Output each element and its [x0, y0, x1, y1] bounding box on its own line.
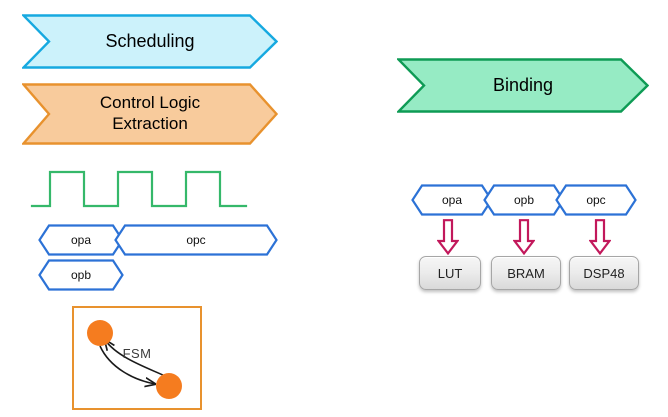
schedule-op-opc[interactable]: opc — [114, 224, 278, 256]
binding-op-opa-shape — [411, 184, 493, 216]
banner-control-logic-extraction-shape — [22, 83, 278, 145]
resource-box-lut-label: LUT — [437, 265, 463, 281]
fsm-state-node — [156, 373, 182, 399]
resource-box-lut[interactable]: LUT — [419, 256, 481, 290]
binding-op-opa[interactable]: opa — [411, 184, 493, 216]
schedule-op-opb[interactable]: opb — [38, 259, 124, 291]
clock-waveform-trace — [30, 170, 248, 208]
schedule-op-opb-label: opb — [70, 268, 92, 282]
fsm-state-node — [87, 320, 113, 346]
schedule-op-opc-label: opc — [186, 233, 206, 247]
down-arrow-icon — [589, 219, 611, 255]
resource-box-dsp48-label: DSP48 — [583, 265, 625, 281]
clock-waveform — [30, 168, 248, 210]
schedule-op-opc-shape — [114, 224, 278, 256]
banner-binding-shape — [397, 58, 649, 113]
binding-op-opb-label: opb — [513, 193, 535, 207]
down-arrow-icon — [437, 219, 459, 255]
schedule-op-opa-shape — [38, 224, 124, 256]
binding-op-opb[interactable]: opb — [483, 184, 565, 216]
banner-control-logic-extraction[interactable]: Control Logic Extraction — [22, 83, 278, 145]
resource-box-dsp48[interactable]: DSP48 — [569, 256, 639, 290]
binding-op-opc[interactable]: opc — [555, 184, 637, 216]
fsm-diagram-box[interactable]: FSM — [72, 306, 202, 410]
banner-binding[interactable]: Binding — [397, 58, 649, 113]
banner-scheduling[interactable]: Scheduling — [22, 14, 278, 69]
banner-scheduling-shape — [22, 14, 278, 69]
resource-box-bram-label: BRAM — [507, 265, 545, 281]
fsm-state-graph — [87, 320, 182, 399]
schedule-op-opa[interactable]: opa — [38, 224, 124, 256]
binding-op-opc-shape — [555, 184, 637, 216]
binding-op-opa-label: opa — [441, 193, 463, 207]
schedule-op-opa-label: opa — [70, 233, 92, 247]
binding-op-opc-label: opc — [586, 193, 606, 207]
binding-op-opb-shape — [483, 184, 565, 216]
resource-box-bram[interactable]: BRAM — [491, 256, 561, 290]
down-arrow-icon — [513, 219, 535, 255]
schedule-op-opb-shape — [38, 259, 124, 291]
fsm-label: FSM — [122, 346, 152, 361]
